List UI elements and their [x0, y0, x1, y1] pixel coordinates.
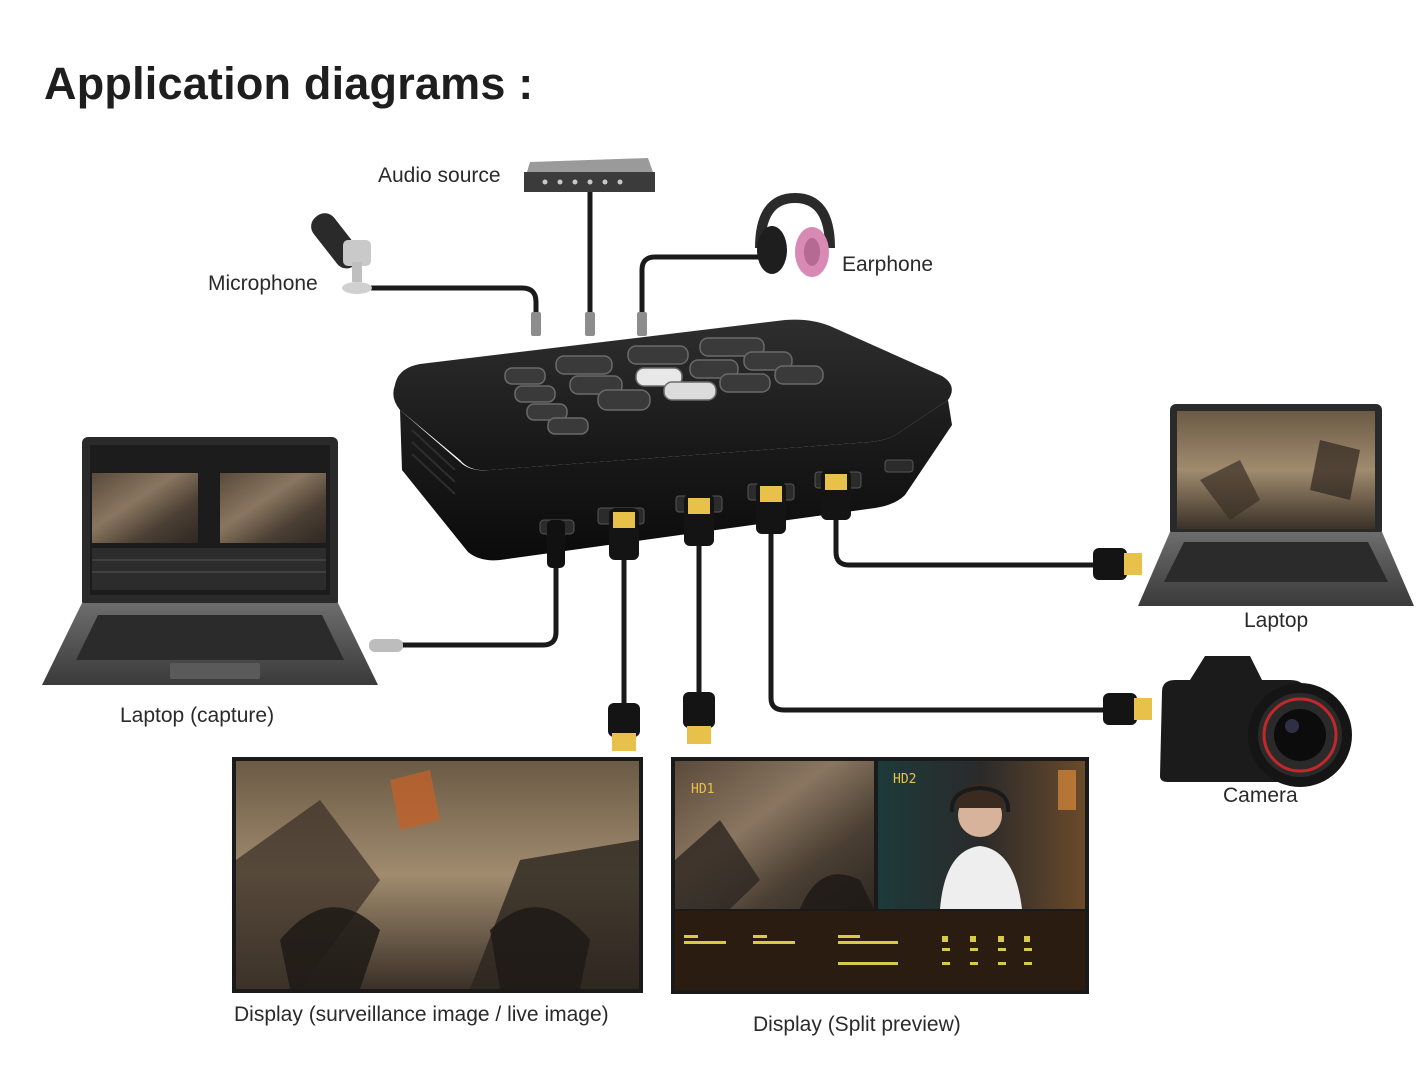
- display-live-label: Display (surveillance image / live image…: [234, 1003, 609, 1026]
- microphone-label: Microphone: [208, 272, 318, 295]
- display-live-device: [232, 757, 643, 993]
- camera-label: Camera: [1223, 784, 1298, 807]
- cables: [369, 187, 1109, 713]
- audio-source-label: Audio source: [378, 164, 501, 187]
- display-split-device: HD1 HD2: [671, 757, 1089, 994]
- capture-device: [393, 319, 952, 561]
- display-split-label: Display (Split preview): [753, 1013, 961, 1036]
- hdmi-plugs: [608, 470, 1152, 751]
- usb-c-plug-device: [369, 520, 565, 652]
- camera-device: [1160, 656, 1352, 787]
- page-title: Application diagrams :: [44, 58, 534, 109]
- microphone-device: [311, 213, 372, 294]
- laptop-capture-device: [42, 437, 378, 685]
- audio-jacks: [531, 312, 647, 336]
- laptop-label: Laptop: [1244, 609, 1309, 632]
- audio-source-device: [524, 158, 655, 192]
- earphone-label: Earphone: [842, 253, 934, 276]
- split-hd2-label: HD2: [893, 772, 916, 787]
- laptop-device: [1138, 404, 1414, 606]
- laptop-capture-label: Laptop (capture): [120, 704, 275, 727]
- earphone-device: [755, 192, 835, 277]
- split-hd1-label: HD1: [691, 782, 714, 797]
